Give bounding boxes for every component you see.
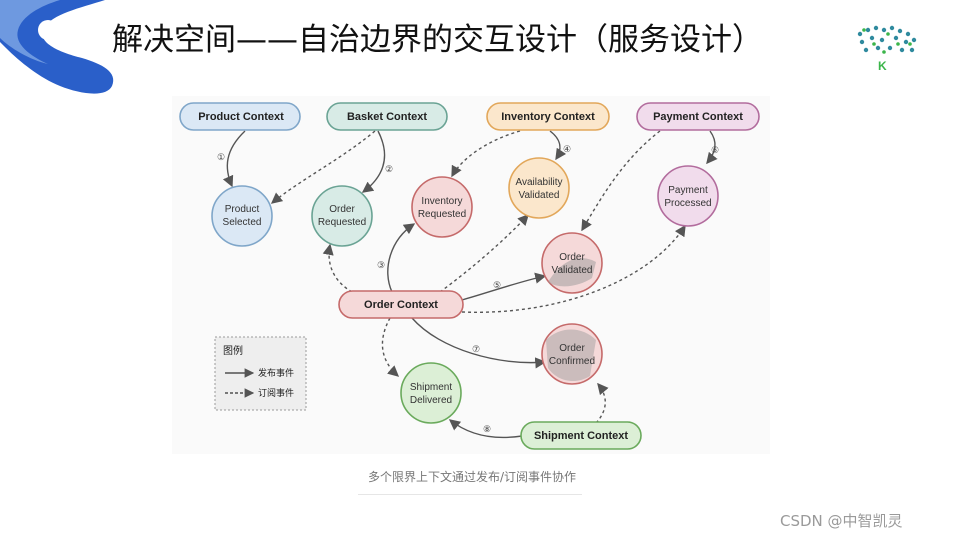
watermark: CSDN @中智凯灵 (780, 512, 903, 530)
basket-context: Basket Context (326, 102, 448, 131)
event-order-validated-line1: Order (559, 252, 585, 263)
arrow-order-to-shipment-delivered (381, 317, 400, 377)
event-order-requested: Order Requested (311, 185, 373, 247)
event-product-selected: Product Selected (211, 185, 273, 247)
arrow-order-to-order-confirmed (411, 317, 547, 369)
event-payment-processed-line2: Processed (664, 198, 711, 209)
arrow-order-to-availability (439, 213, 529, 293)
event-availability-validated: Availability Validated (508, 157, 570, 219)
step-3: ③ (377, 260, 385, 270)
step-8: ⑧ (483, 424, 491, 434)
event-shipment-delivered-line2: Delivered (410, 395, 452, 406)
order-context-label: Order Context (364, 299, 438, 311)
event-order-confirmed-line1: Order (559, 343, 585, 354)
event-inventory-requested-line2: Requested (418, 209, 466, 220)
step-5: ⑤ (493, 280, 501, 290)
company-logo (0, 0, 114, 94)
brand-letter: K (878, 59, 887, 73)
slide-title: 解决空间——自治边界的交互设计（服务设计） (112, 22, 763, 58)
legend-publish-label: 发布事件 (258, 367, 294, 378)
step-7: ⑦ (472, 344, 480, 354)
event-product-selected-line1: Product (225, 204, 260, 215)
diagram-caption: 多个限界上下文通过发布/订阅事件协作 (368, 470, 577, 484)
event-order-requested-line1: Order (329, 204, 355, 215)
event-shipment-delivered-line1: Shipment (410, 382, 452, 393)
inventory-context: Inventory Context (486, 102, 610, 131)
event-product-selected-line2: Selected (223, 217, 262, 228)
arrow-basket-to-order-requested (361, 130, 386, 193)
event-availability-validated-line2: Validated (519, 190, 560, 201)
legend: 图例 发布事件 订阅事件 (214, 336, 307, 411)
step-1: ① (217, 152, 225, 162)
event-inventory-requested: Inventory Requested (411, 176, 473, 238)
arrow-shipment-to-delivered (448, 419, 523, 439)
arrow-payment-to-processed (706, 130, 718, 165)
step-2: ② (385, 164, 393, 174)
brand-dots-icon: K (857, 25, 917, 73)
arrow-order-to-payment (461, 224, 686, 313)
arrow-order-to-order-requested (322, 243, 353, 293)
caption-divider (358, 494, 582, 495)
shipment-context-label: Shipment Context (534, 430, 628, 442)
event-shipment-delivered: Shipment Delivered (400, 362, 462, 424)
legend-title: 图例 (223, 344, 243, 357)
event-order-confirmed-line2: Confirmed (549, 356, 595, 367)
basket-context-label: Basket Context (347, 111, 427, 123)
event-inventory-requested-line1: Inventory (421, 196, 462, 207)
event-order-validated-line2: Validated (552, 265, 593, 276)
event-availability-validated-line1: Availability (515, 177, 562, 188)
arrow-payment-to-order-validated (581, 130, 661, 232)
event-order-validated: Order Validated (541, 232, 603, 294)
payment-context-label: Payment Context (653, 111, 743, 123)
arrow-order-to-inv-requested (387, 223, 416, 293)
inventory-context-label: Inventory Context (501, 111, 595, 123)
event-order-requested-line2: Requested (318, 217, 366, 228)
event-order-confirmed: Order Confirmed (541, 323, 603, 385)
product-context: Product Context (179, 102, 301, 131)
step-6: ⑥ (711, 145, 719, 155)
payment-context: Payment Context (636, 102, 760, 131)
shipment-context: Shipment Context (520, 421, 642, 450)
order-context: Order Context (338, 290, 464, 319)
arrow-basket-to-selected (270, 130, 376, 204)
arrow-product-to-selected (222, 130, 246, 188)
event-payment-processed-line1: Payment (668, 185, 708, 196)
arrow-order-to-order-validated (461, 272, 547, 301)
event-payment-processed: Payment Processed (657, 165, 719, 227)
legend-subscribe-label: 订阅事件 (258, 387, 294, 398)
arrow-inventory-to-availability (549, 130, 567, 161)
product-context-label: Product Context (198, 111, 284, 123)
step-4: ④ (563, 144, 571, 154)
